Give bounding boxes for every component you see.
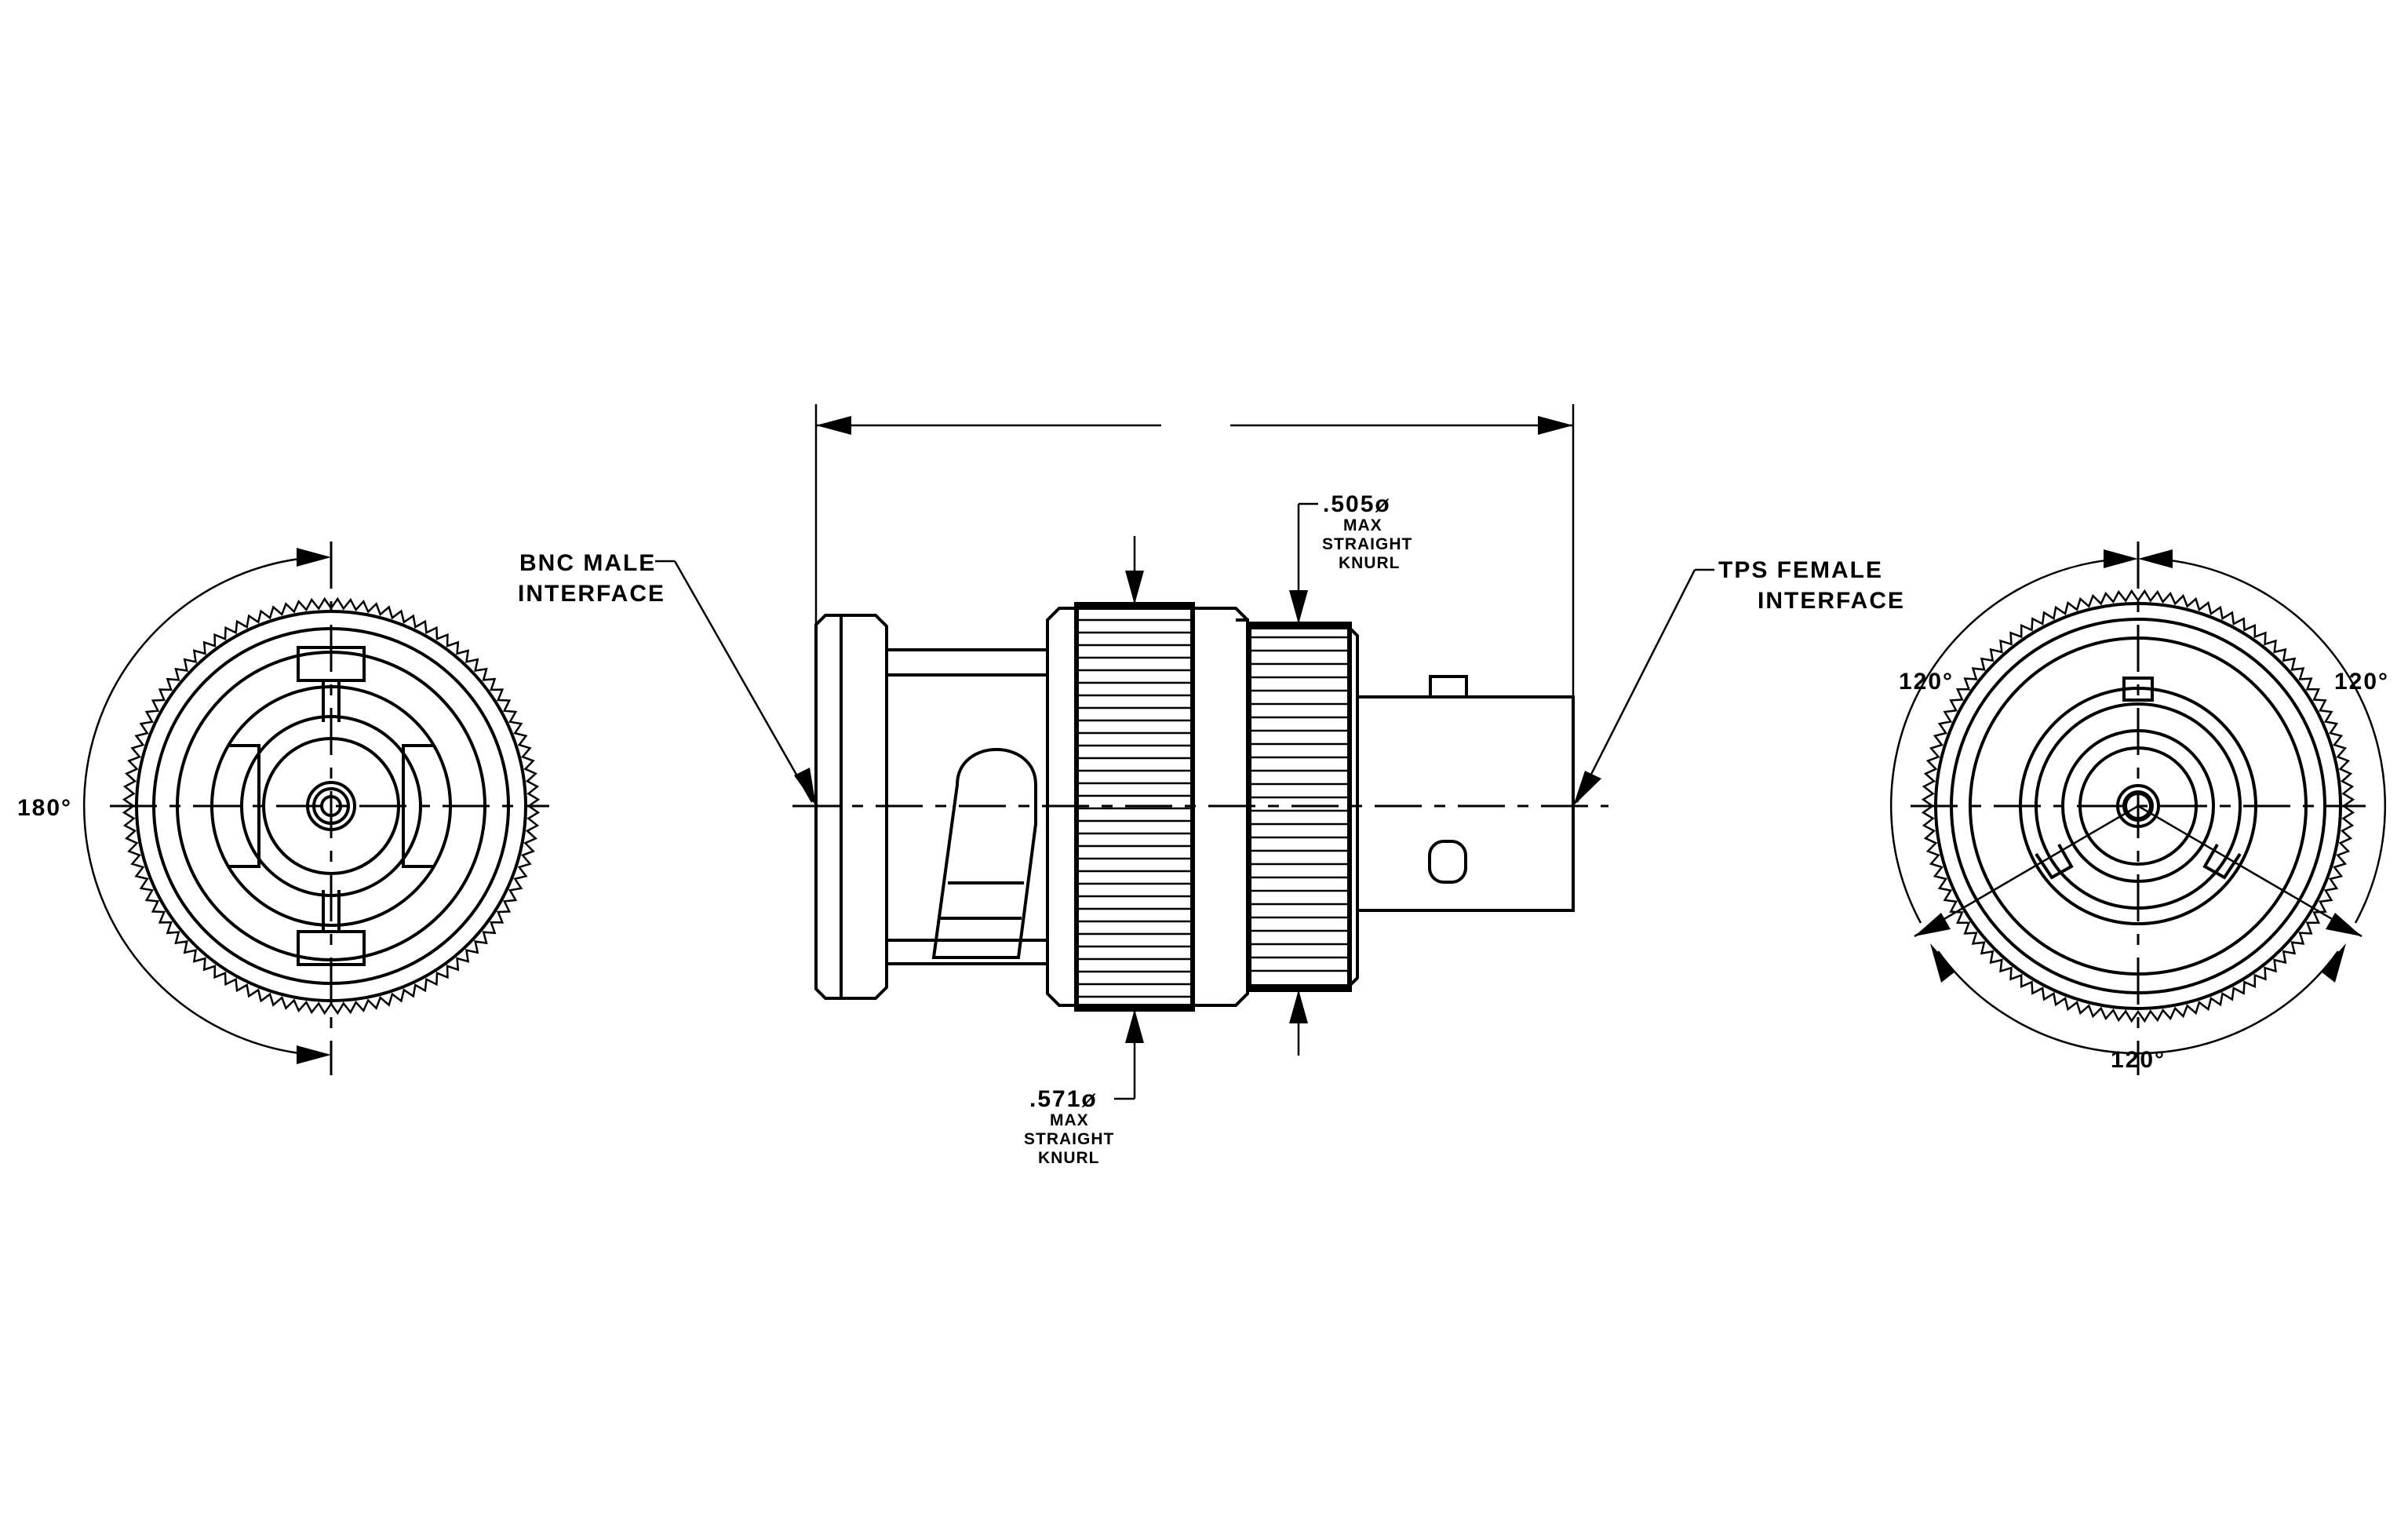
tps-end-view <box>1889 542 2387 1075</box>
dim-505-knurl-text: KNURL <box>1339 554 1401 572</box>
dim-505-max: MAX <box>1343 516 1383 534</box>
dim-505-straight: STRAIGHT <box>1322 535 1412 553</box>
dim-505-value: .505ø <box>1323 491 1391 517</box>
dim-505-knurl <box>1289 502 1318 1056</box>
bnc-end-view <box>82 542 549 1075</box>
large-knurl-lines <box>1076 618 1193 998</box>
angle-label-120-left: 120° <box>1899 669 1954 695</box>
small-knurl-lines <box>1249 636 1350 972</box>
angle-label-180: 180° <box>17 795 72 821</box>
tps-leader <box>1573 568 1714 806</box>
dim-571-max: MAX <box>1050 1111 1089 1129</box>
dim-571-knurl-text: KNURL <box>1038 1149 1100 1167</box>
connector-side-view <box>792 404 1608 1012</box>
angle-label-120-right: 120° <box>2334 669 2389 695</box>
bnc-interface-label-1: BNC MALE <box>519 550 656 576</box>
bnc-leader <box>655 560 816 806</box>
angle-label-120-bottom: 120° <box>2111 1047 2166 1073</box>
dim-571-straight: STRAIGHT <box>1024 1130 1114 1148</box>
bnc-interface-label-2: INTERFACE <box>518 581 665 607</box>
dim-571-value: .571ø <box>1029 1086 1098 1112</box>
dim-571-knurl <box>1114 536 1144 1100</box>
tps-interface-label-2: INTERFACE <box>1758 588 1905 614</box>
tps-interface-label-1: TPS FEMALE <box>1718 557 1883 583</box>
